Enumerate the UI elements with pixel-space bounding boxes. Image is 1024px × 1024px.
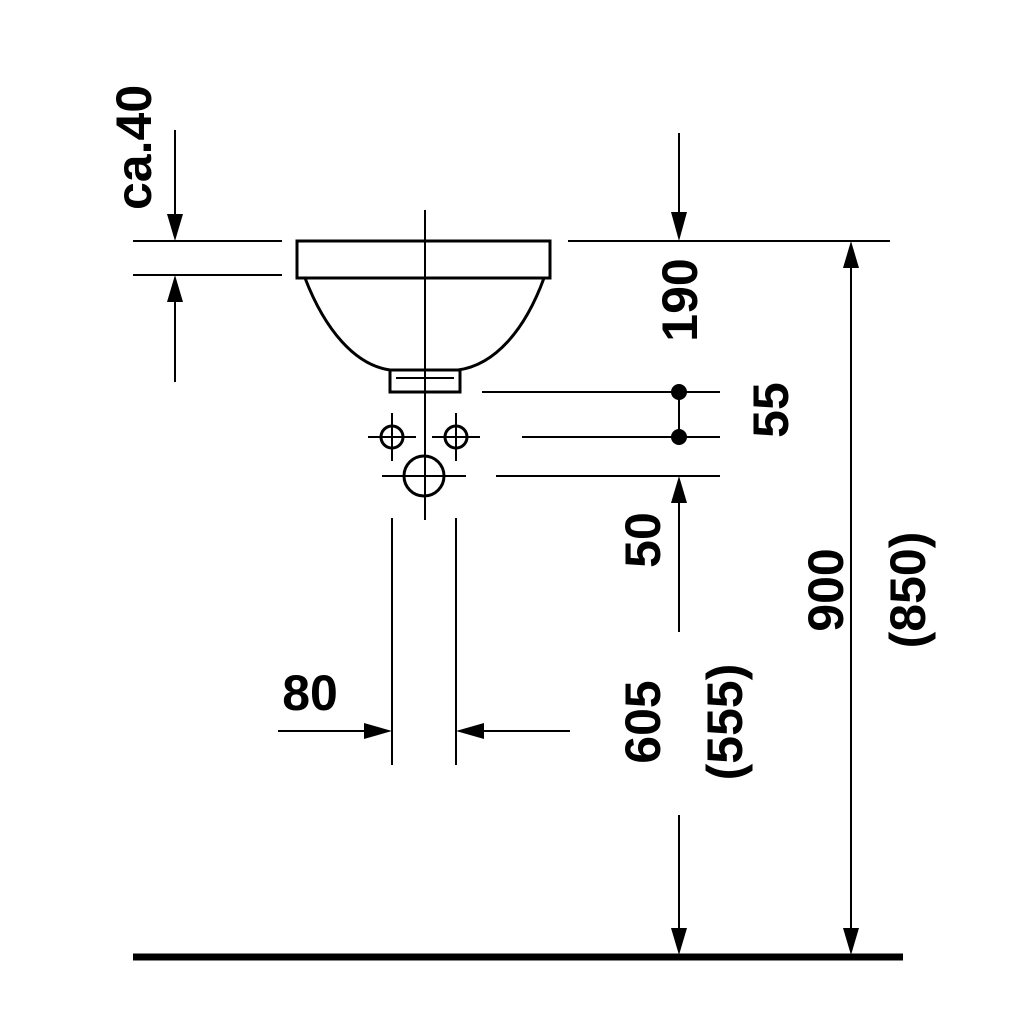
arrow-down — [671, 212, 687, 241]
pipe-spacing-horizontal-label: 80 — [282, 665, 338, 721]
supply-pipe-right — [432, 413, 480, 461]
arrow-up — [167, 275, 183, 302]
arrow-up — [843, 241, 859, 268]
rim-height-dimension: 900 (850) — [798, 241, 936, 955]
arrow-left — [456, 723, 484, 739]
pipe-spacing-horizontal-dimension: 80 — [278, 518, 570, 765]
pipe-spacing-vertical-label: 55 — [743, 382, 799, 438]
top-clearance-label: ca.40 — [106, 85, 162, 210]
arrow-up — [671, 476, 687, 503]
arrow-down — [843, 928, 859, 955]
supply-pipe-left — [368, 413, 416, 461]
drain-pipe — [382, 454, 466, 498]
rim-height-label: 900 — [798, 548, 854, 631]
bowl-depth-label: 190 — [652, 258, 708, 341]
drain-height-alt-label: (555) — [697, 664, 753, 781]
dimension-dot — [671, 429, 687, 445]
drain-offset-label: 50 — [615, 512, 671, 568]
basin-rim — [295, 239, 552, 280]
rim-height-alt-label: (850) — [880, 532, 936, 649]
top-clearance-dimension: ca.40 — [106, 85, 282, 382]
pipe-spacing-vertical-dimension: 55 — [671, 382, 799, 445]
arrow-down — [671, 928, 687, 955]
arrow-down — [167, 214, 183, 241]
drain-height-dimension: 50 605 (555) — [615, 476, 753, 955]
drain-height-label: 605 — [615, 680, 671, 763]
arrow-right — [364, 723, 392, 739]
dimension-dot — [671, 384, 687, 400]
basin — [295, 239, 552, 394]
